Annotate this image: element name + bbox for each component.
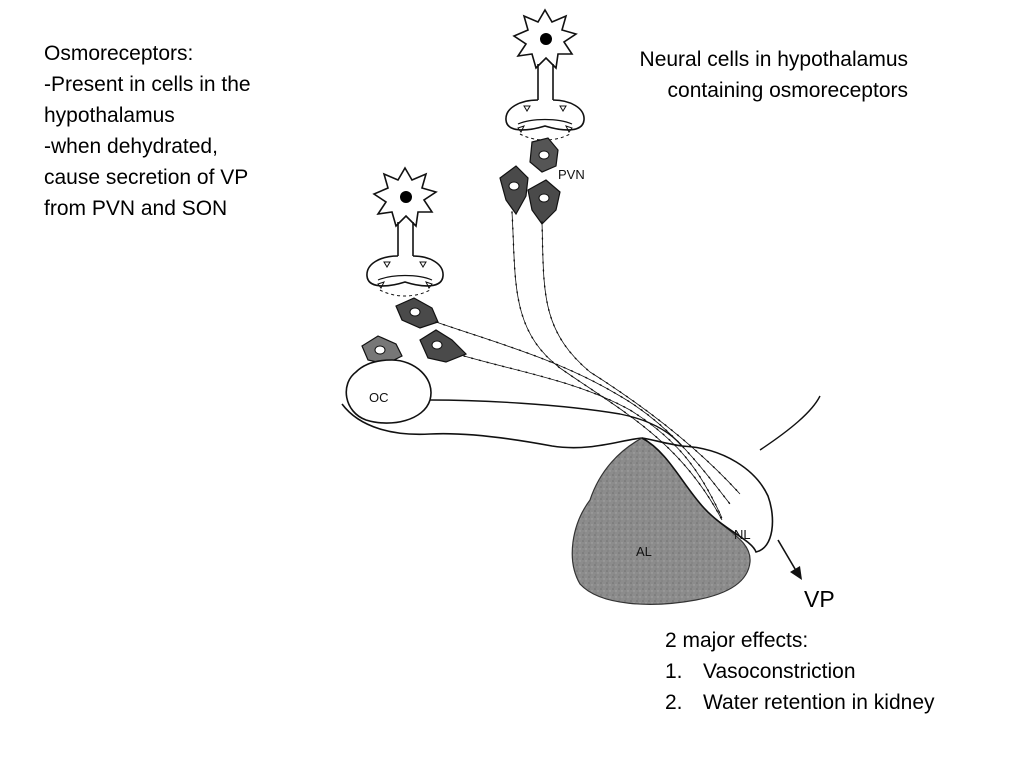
caption-line: Neural cells in hypothalamus (639, 48, 908, 71)
vp-label: VP (804, 586, 835, 612)
effect-text: Water retention in kidney (703, 691, 935, 714)
nl-label: NL (734, 527, 751, 542)
upper-osmoreceptor-cell (505, 8, 585, 141)
effect-text: Vasoconstriction (703, 660, 856, 683)
cell-nucleus (540, 33, 552, 45)
al-label: AL (636, 544, 652, 559)
effect-item: 2. Water retention in kidney (665, 687, 935, 718)
axon-terminal (366, 255, 444, 287)
axon-tracts-solid (435, 211, 741, 521)
notes-line: Osmoreceptors: (44, 42, 194, 65)
son-neurons (361, 297, 468, 365)
cell-nucleus (400, 191, 412, 203)
lower-osmoreceptor-cell (366, 166, 444, 297)
notes-line: hypothalamus (44, 104, 175, 127)
optic-chiasm (345, 359, 432, 424)
pvn-label: PVN (558, 167, 585, 182)
effects-heading: 2 major effects: (665, 629, 809, 652)
effect-item: 1. Vasoconstriction (665, 656, 935, 687)
major-effects-list: 2 major effects: 1. Vasoconstriction 2. … (665, 625, 935, 718)
pvn-neurons (499, 137, 561, 225)
osmoreceptor-notes: Osmoreceptors: -Present in cells in the … (44, 38, 251, 224)
effect-number: 2. (665, 691, 683, 714)
notes-line: -when dehydrated, (44, 135, 218, 158)
neuron (419, 329, 468, 363)
neural-cells-caption: Neural cells in hypothalamus containing … (560, 44, 908, 106)
caption-line: containing osmoreceptors (667, 79, 908, 102)
notes-line: -Present in cells in the (44, 73, 251, 96)
axon-terminal (505, 99, 585, 131)
notes-line: cause secretion of VP (44, 166, 249, 189)
oc-label: OC (369, 390, 389, 405)
notes-line: from PVN and SON (44, 197, 228, 220)
brain-outline (341, 359, 821, 451)
effect-number: 1. (665, 660, 683, 683)
vp-release-arrow (777, 539, 802, 580)
